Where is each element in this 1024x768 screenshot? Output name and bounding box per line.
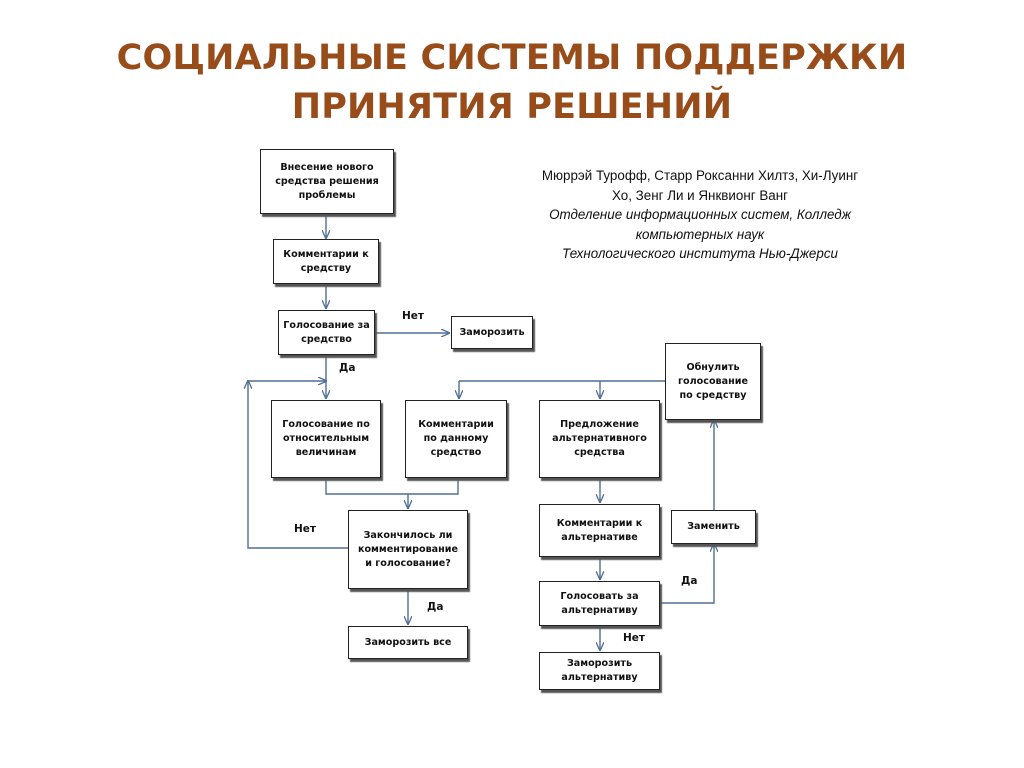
- node-freeze-alternative: Заморозить альтернативу: [539, 652, 660, 690]
- node-freeze: Заморозить: [451, 316, 533, 349]
- node-comments-on-this-tool: Комментарии по данному средство: [405, 400, 507, 478]
- affiliation-line-2: компьютерных наук: [635, 226, 765, 242]
- title-line-2: ПРИНЯТИЯ РЕШЕНИЙ: [291, 87, 733, 127]
- edge-n12-n11: [660, 544, 714, 604]
- node-comments-on-tool: Комментарии к средству: [273, 239, 379, 284]
- authors-block: Мюррэй Турофф, Старр Роксанни Хилтз, Хи-…: [490, 166, 910, 264]
- node-vote-for-tool: Голосование за средство: [278, 310, 375, 355]
- authors-line-1: Мюррэй Турофф, Старр Роксанни Хилтз, Хи-…: [541, 168, 859, 183]
- node-replace: Заменить: [671, 510, 756, 544]
- node-propose-alternative: Предложение альтернативного средства: [539, 400, 660, 478]
- edge-n9-loop: [248, 381, 348, 549]
- edge-label-yes-replace: Да: [681, 575, 698, 587]
- affiliation-line-1: Отделение информационных систем, Колледж: [549, 207, 851, 222]
- node-comments-on-alternative: Комментарии к альтернативе: [539, 504, 660, 557]
- edge-label-no-loop: Нет: [294, 523, 316, 535]
- page-title: СОЦИАЛЬНЫЕ СИСТЕМЫ ПОДДЕРЖКИ ПРИНЯТИЯ РЕ…: [0, 34, 1024, 132]
- node-relative-voting: Голосование по относительным величинам: [271, 400, 381, 478]
- edge-n6-merge: [325, 478, 459, 495]
- authors-line-2: Хо, Зенг Ли и Янквионг Ванг: [611, 187, 788, 203]
- node-introduce-tool: Внесение нового средства решения проблем…: [260, 149, 394, 214]
- node-reset-voting: Обнулить голосование по средству: [665, 343, 761, 420]
- node-finished-question: Закончилось ли комментирование и голосов…: [348, 510, 468, 589]
- title-line-1: СОЦИАЛЬНЫЕ СИСТЕМЫ ПОДДЕРЖКИ: [116, 38, 908, 78]
- affiliation-line-3: Технологического института Нью-Джерси: [562, 246, 838, 261]
- edge-label-yes-voting: Да: [339, 362, 356, 374]
- node-freeze-all: Заморозить все: [348, 626, 468, 659]
- edge-label-no-freeze: Нет: [402, 310, 424, 322]
- edge-label-no-freeze-alternative: Нет: [623, 632, 645, 644]
- node-vote-for-alternative: Голосовать за альтернативу: [539, 581, 660, 626]
- edge-label-yes-freeze-all: Да: [427, 601, 444, 613]
